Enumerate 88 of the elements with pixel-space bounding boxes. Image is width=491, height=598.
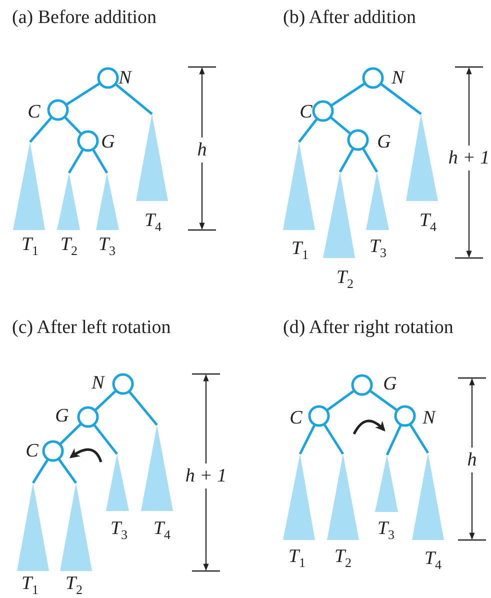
subtree-triangle: [13, 142, 45, 230]
subtree-label: T$_{2}$: [65, 574, 83, 596]
node-label: C: [290, 408, 302, 428]
node-label: C: [26, 442, 38, 460]
tree-edge: [298, 424, 316, 455]
height-label: h: [197, 138, 207, 162]
subtree-label: T$_{2}$: [336, 268, 354, 290]
tree-node-circle: [111, 372, 135, 396]
tree-node-circle: [346, 128, 370, 152]
subtree-triangle: [323, 172, 355, 258]
subtree-label: T$_{4}$: [424, 549, 442, 571]
subtree-triangle: [327, 454, 359, 540]
tree-node-circle: [393, 404, 417, 428]
subtree-label: T$_{1}$: [21, 235, 39, 257]
tree-edge: [326, 390, 354, 411]
tree-edge: [64, 116, 82, 134]
tree-node-circle: [76, 405, 100, 429]
subtree-triangle: [17, 483, 49, 571]
tree-edge: [66, 82, 100, 106]
subtree-triangle: [106, 454, 129, 511]
tree-node-circle: [361, 66, 385, 90]
panel-caption: (c) After left rotation: [12, 318, 171, 339]
node-label: N: [422, 408, 436, 428]
tree-edge: [331, 82, 365, 106]
tree-edge: [298, 118, 318, 143]
subtree-triangle: [136, 114, 168, 201]
subtree-label: T$_{2}$: [60, 235, 78, 257]
tree-edge: [409, 424, 430, 454]
tree-node-circle: [76, 129, 100, 153]
tree-edge: [115, 84, 153, 115]
tree-node-circle: [307, 404, 331, 428]
tree-edge: [68, 149, 84, 174]
subtree-label: T$_{4}$: [419, 211, 437, 233]
node-label: N: [92, 374, 104, 392]
subtree-triangle: [60, 483, 92, 571]
tree-edge: [94, 390, 116, 411]
node-label: N: [392, 68, 404, 88]
subtree-label: T$_{3}$: [377, 519, 395, 541]
tree-edge: [94, 424, 118, 455]
subtree-label: T$_{2}$: [334, 547, 352, 569]
subtree-label: T$_{1}$: [291, 239, 309, 261]
tree-edge: [370, 390, 398, 411]
tree-edge: [330, 116, 351, 134]
tree-node-circle: [311, 99, 335, 123]
tree-edge: [92, 149, 108, 174]
node-label: N: [118, 68, 132, 88]
tree-edge: [58, 458, 78, 484]
tree-node-circle: [96, 66, 120, 90]
panel-caption: (a) Before addition: [12, 8, 157, 29]
height-label: h + 1: [185, 464, 227, 488]
node-label: G: [55, 406, 69, 426]
tree-edge: [380, 83, 422, 115]
subtree-triangle: [141, 425, 173, 511]
subtree-label: T$_{3}$: [98, 235, 116, 257]
tree-edge: [386, 425, 402, 456]
node-label: G: [101, 132, 115, 152]
subtree-label: T$_{1}$: [288, 547, 306, 569]
subtree-label: T$_{3}$: [369, 237, 387, 259]
tree-edge: [32, 459, 48, 484]
tree-node-circle: [41, 439, 65, 463]
subtree-triangle: [412, 453, 444, 540]
tree-edge: [60, 423, 82, 445]
subtree-label: T$_{1}$: [21, 574, 39, 596]
node-label: C: [28, 102, 40, 122]
subtree-triangle: [96, 173, 119, 230]
subtree-triangle: [366, 172, 389, 230]
subtree-triangle: [57, 173, 80, 230]
tree-edge: [362, 148, 378, 173]
tree-edge: [128, 391, 158, 426]
subtree-triangle: [283, 454, 315, 540]
node-label: G: [383, 374, 397, 394]
panel-caption: (b) After addition: [283, 8, 416, 29]
node-label: C: [300, 102, 312, 122]
subtree-label: T$_{4}$: [153, 519, 171, 541]
tree-edge: [29, 117, 52, 143]
height-label: h: [467, 448, 477, 472]
height-label: h + 1: [448, 146, 490, 170]
node-label: G: [377, 132, 391, 152]
tree-edge: [338, 148, 354, 173]
subtree-triangle: [406, 114, 438, 201]
tree-node-circle: [46, 98, 70, 122]
subtree-label: T$_{4}$: [144, 211, 162, 233]
subtree-label: T$_{3}$: [110, 519, 128, 541]
subtree-triangle: [375, 455, 398, 512]
tree-edge: [324, 424, 344, 455]
panel-caption: (d) After right rotation: [283, 318, 454, 339]
tree-node-circle: [350, 373, 374, 397]
subtree-triangle: [283, 142, 315, 230]
